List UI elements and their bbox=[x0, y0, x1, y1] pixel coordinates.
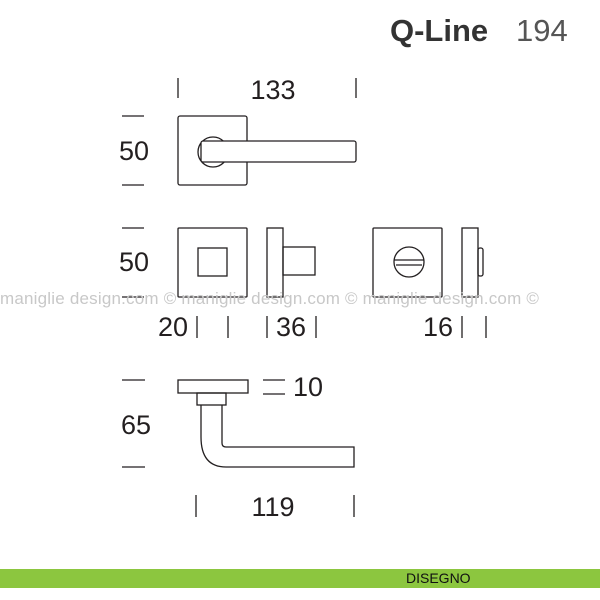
dim-10: 10 bbox=[263, 372, 323, 402]
dim-65: 65 bbox=[121, 379, 151, 468]
footer-label: DISEGNO bbox=[406, 570, 471, 586]
product-number: 194 bbox=[516, 13, 568, 48]
svg-text:50: 50 bbox=[119, 247, 149, 277]
svg-text:16: 16 bbox=[423, 312, 453, 342]
handle-side-view bbox=[177, 379, 355, 468]
dim-133: 133 bbox=[177, 75, 357, 105]
svg-text:36: 36 bbox=[276, 312, 306, 342]
svg-text:50: 50 bbox=[119, 136, 149, 166]
svg-text:65: 65 bbox=[121, 410, 151, 440]
handle-front-view bbox=[177, 115, 357, 186]
wc-escutcheon-view bbox=[372, 227, 484, 298]
dim-50-mid: 50 bbox=[119, 227, 149, 298]
svg-text:119: 119 bbox=[251, 492, 294, 522]
dim-50-top: 50 bbox=[119, 115, 149, 186]
svg-text:20: 20 bbox=[158, 312, 188, 342]
key-escutcheon-view bbox=[177, 227, 316, 298]
watermark: maniglie design.com © maniglie design.co… bbox=[0, 289, 539, 308]
svg-text:10: 10 bbox=[293, 372, 323, 402]
dim-119: 119 bbox=[195, 492, 355, 522]
product-name: Q-Line bbox=[390, 13, 488, 48]
svg-text:133: 133 bbox=[250, 75, 295, 105]
footer-bar: DISEGNO bbox=[0, 569, 600, 588]
dim-row-depths: 20 36 16 bbox=[158, 312, 487, 342]
